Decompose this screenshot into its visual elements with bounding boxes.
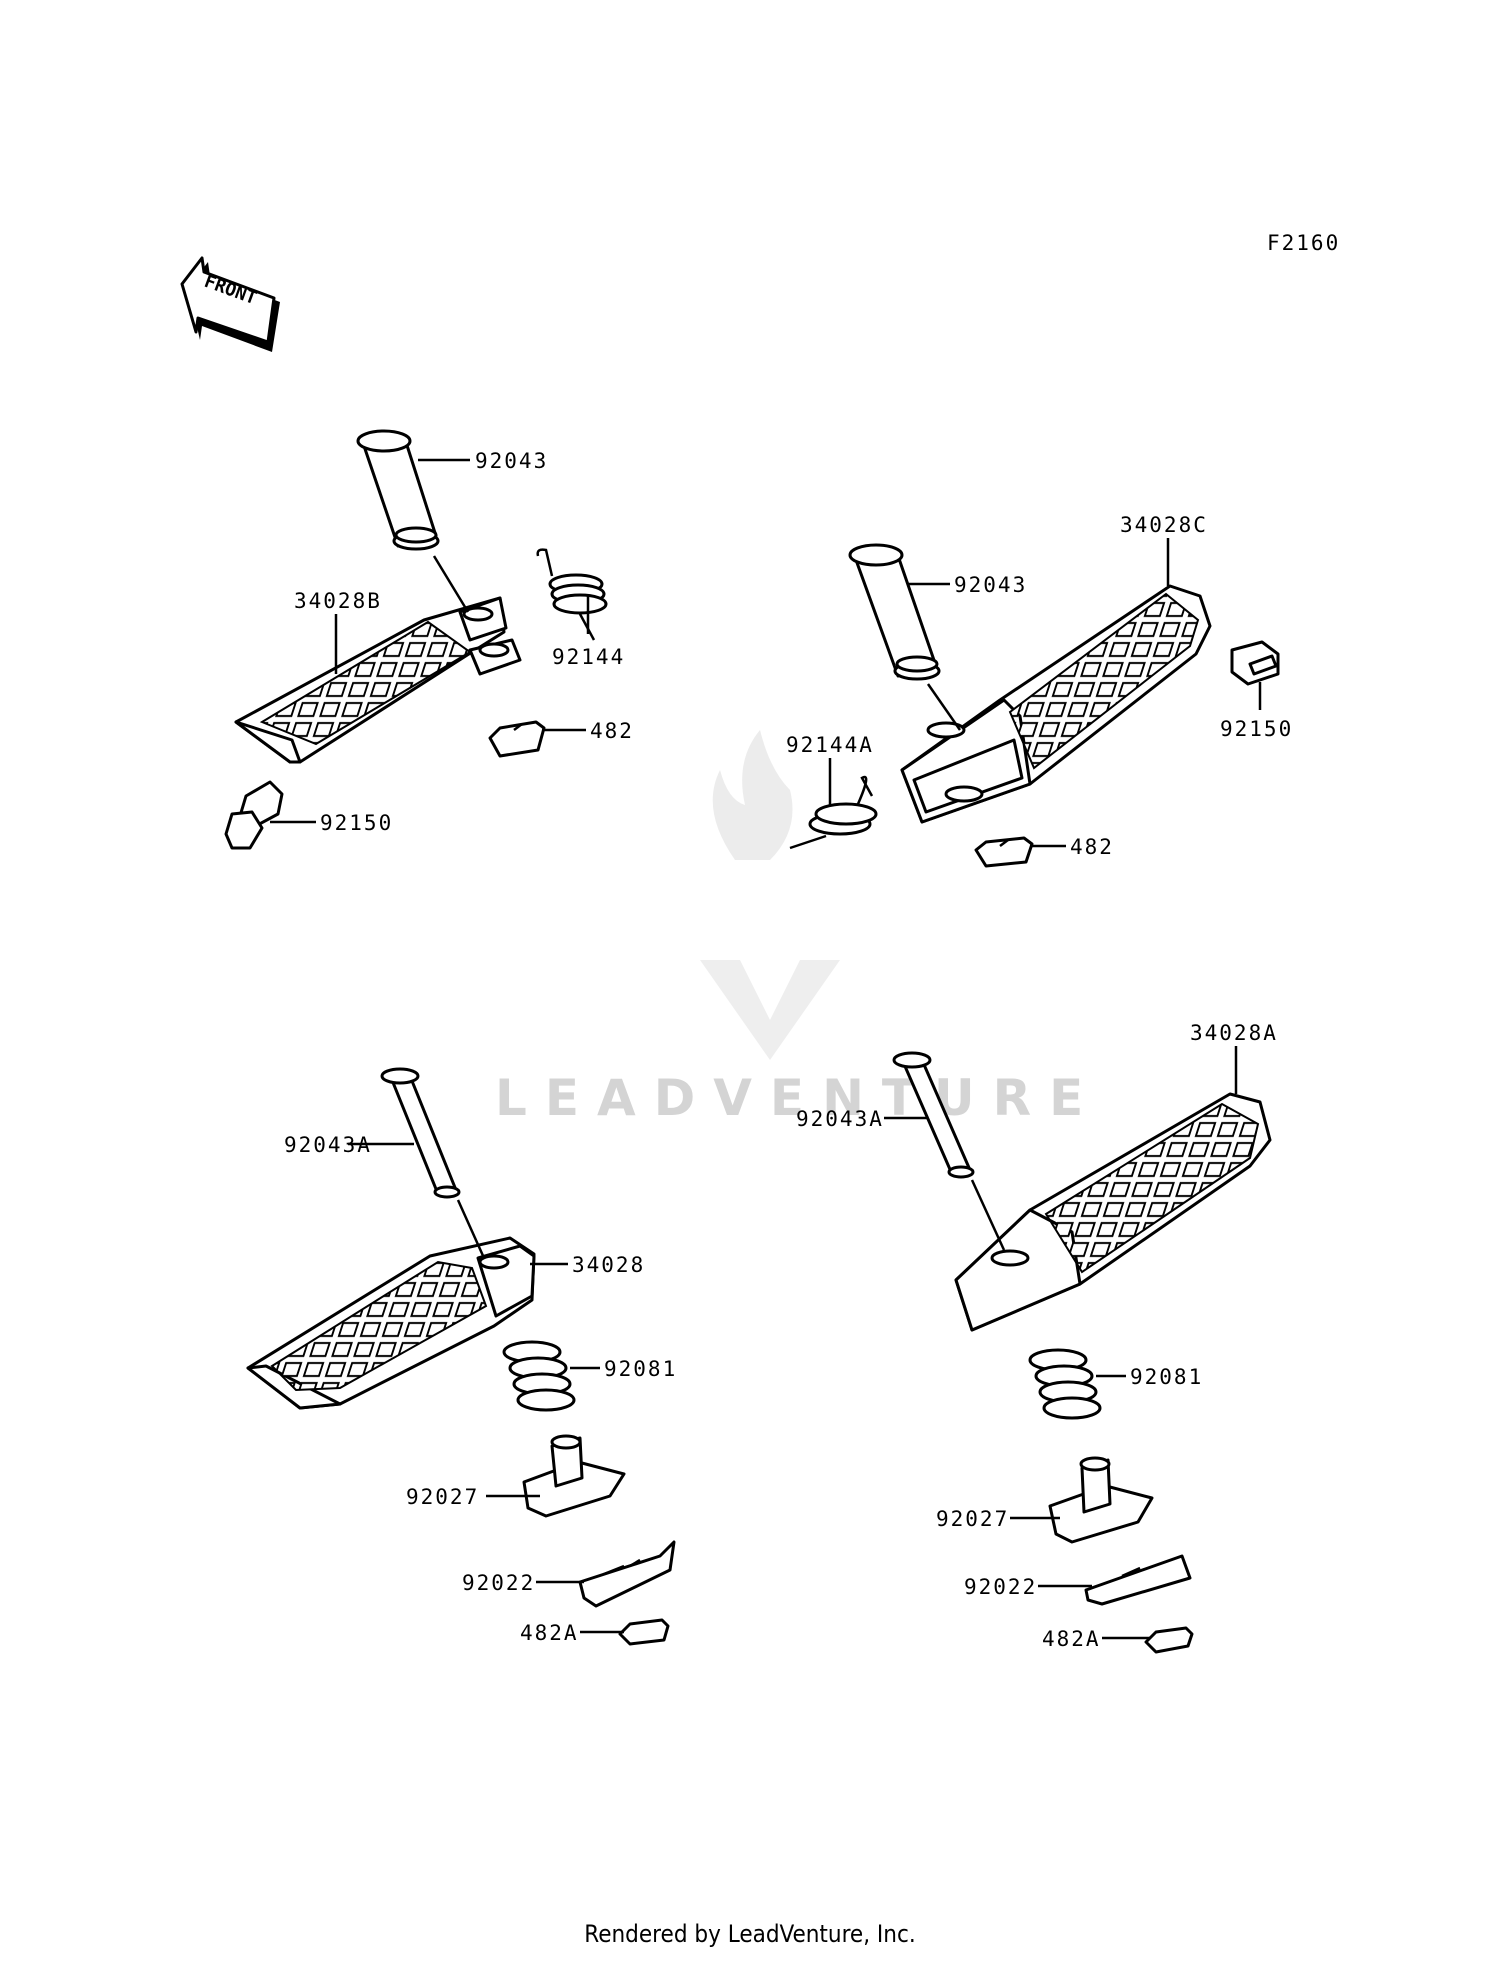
label-92027-bl: 92027 [406,1485,479,1509]
stopper-92150-tl [224,780,284,850]
footpeg-34028C [900,584,1212,824]
group-bottom-right: 34028A 92043A 92081 92027 92022 482A [796,1021,1278,1654]
footpeg-34028A [954,1092,1272,1332]
label-92022-br: 92022 [964,1575,1037,1599]
plate-92022-br [1084,1554,1192,1606]
spring-92081-bl [502,1340,576,1412]
label-92027-br: 92027 [936,1507,1009,1531]
footer-credit: Rendered by LeadVenture, Inc. [584,1920,916,1948]
footpeg-34028 [246,1236,536,1410]
pin-92043-tl [356,429,440,551]
spring-92081-br [1028,1348,1102,1420]
group-top-right: 34028C 92043 92150 92144A 482 [786,513,1293,868]
label-34028C: 34028C [1120,513,1208,537]
clip-482-tl [488,720,546,758]
label-482A-bl: 482A [520,1621,579,1645]
spring-92144 [536,548,608,641]
label-92081-bl: 92081 [604,1357,677,1381]
label-92043-tr: 92043 [954,573,1027,597]
label-92043A-br: 92043A [796,1107,884,1131]
label-92043A-bl: 92043A [284,1133,372,1157]
clip-482A-br [1144,1626,1194,1654]
group-bottom-left: 92043A 34028 92081 92027 92022 482A [246,1067,677,1646]
label-34028: 34028 [572,1253,645,1277]
pin-92043A-bl [380,1067,461,1199]
label-92150-tl: 92150 [320,811,393,835]
label-92150-tr: 92150 [1220,717,1293,741]
group-top-left: 92043 34028B 92144 482 92150 [224,429,634,850]
label-34028A: 34028A [1190,1021,1278,1045]
label-92144: 92144 [552,645,625,669]
stopper-92150-tr [1230,640,1280,686]
plate-92022-bl [578,1540,676,1608]
label-482-tl: 482 [590,719,634,743]
clip-482A-bl [618,1618,670,1646]
label-92144A: 92144A [786,733,874,757]
label-92022-bl: 92022 [462,1571,535,1595]
watermark-logo [700,730,840,1060]
spring-92144A [789,775,878,850]
label-92081-br: 92081 [1130,1365,1203,1389]
diagram-code: F2160 [1267,231,1340,255]
pin-92043A-br [892,1051,975,1179]
watermark-text: LEADVENTURE [495,1069,1101,1127]
label-482-tr: 482 [1070,835,1114,859]
front-arrow-icon: FRONT [180,256,280,352]
pin-92043-tr [848,543,941,681]
bracket-92027-bl [522,1434,626,1518]
label-34028B: 34028B [294,589,382,613]
bracket-92027-br [1048,1456,1154,1544]
label-92043-tl: 92043 [475,449,548,473]
footpeg-34028B [234,596,522,764]
label-482A-br: 482A [1042,1627,1101,1651]
clip-482-tr [974,836,1034,868]
